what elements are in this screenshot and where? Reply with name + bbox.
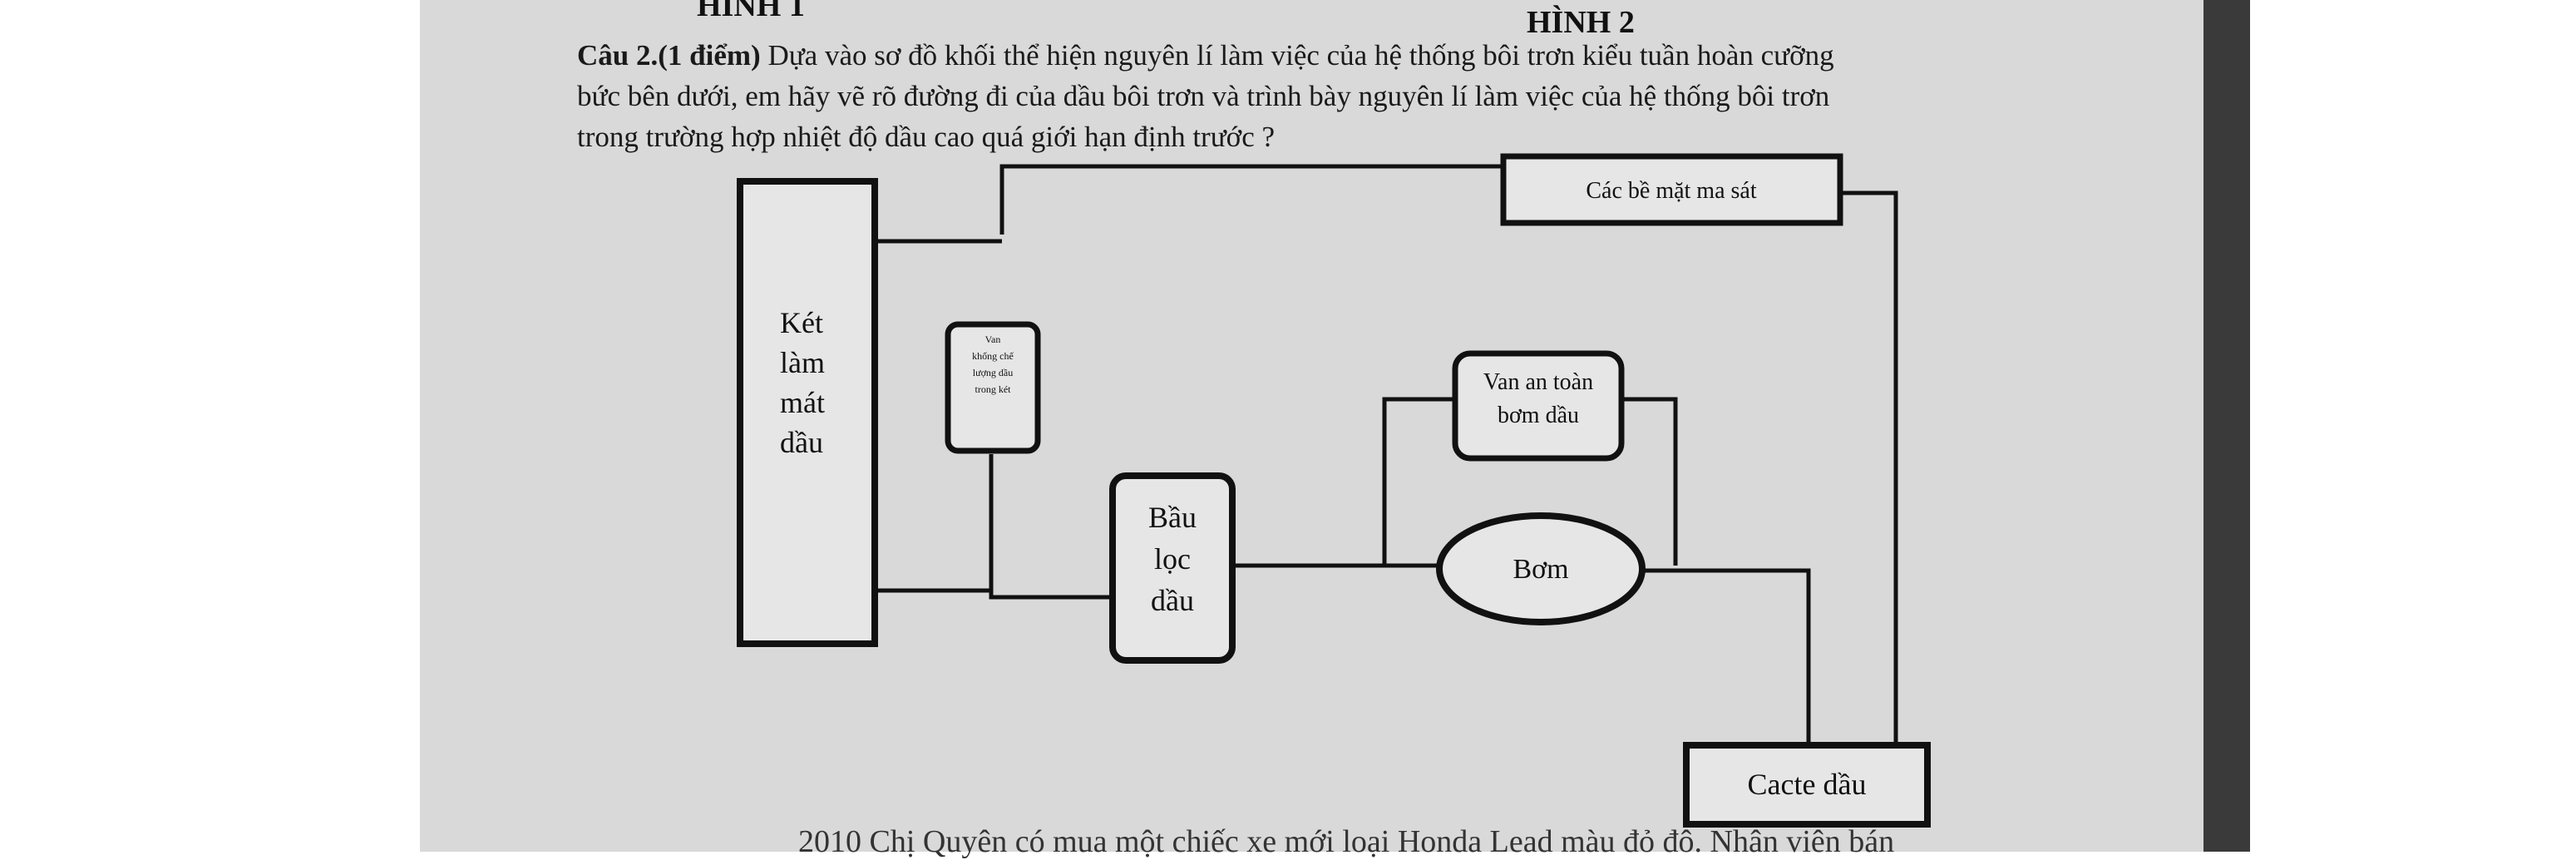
cooler-valve-box bbox=[945, 321, 1041, 454]
cooler-valve-label-4: trong két bbox=[975, 383, 1012, 395]
oil-filter-label-2: lọc bbox=[1154, 542, 1191, 576]
safety-valve-label-1: Van an toàn bbox=[1483, 369, 1593, 395]
line-friction-down bbox=[1840, 190, 1898, 745]
line-ket-bottom bbox=[875, 454, 994, 593]
oil-sump-box bbox=[1683, 742, 1931, 828]
pipe-lines bbox=[875, 164, 1898, 745]
oil-cooler-label-4: dầu bbox=[780, 426, 823, 459]
oil-filter-label-3: dầu bbox=[1151, 584, 1194, 617]
figure-2-label: HÌNH 2 bbox=[1527, 5, 1635, 40]
footer-text: 2010 Chị Quyên có mua một chiếc xe mới l… bbox=[798, 824, 1895, 859]
safety-valve-label-2: bơm dầu bbox=[1498, 403, 1579, 428]
friction-surfaces-box bbox=[1500, 153, 1843, 226]
line-pump-to-cacte bbox=[1642, 568, 1811, 745]
safety-valve-box bbox=[1452, 350, 1625, 462]
question-number: Câu 2.(1 điểm) bbox=[577, 39, 761, 72]
question-line-1: Dựa vào sơ đồ khối thể hiện nguyên lí là… bbox=[767, 39, 1834, 72]
question-line-3: trong trường hợp nhiệt độ dầu cao quá gi… bbox=[577, 121, 1276, 153]
line-bypass-right bbox=[1621, 397, 1678, 566]
cooler-valve-label-1: Van bbox=[985, 334, 1001, 345]
oil-cooler-label-2: làm bbox=[780, 346, 825, 379]
question-line-2: bức bên dưới, em hãy vẽ rõ đường đi của … bbox=[577, 80, 1830, 112]
cooler-valve-label-3: lượng dầu bbox=[973, 367, 1014, 378]
line-bypass-left bbox=[1382, 397, 1455, 566]
line-top-main bbox=[999, 164, 1503, 171]
figure-1-label: HÌNH 1 bbox=[697, 0, 805, 23]
question-text: Câu 2.(1 điểm) Dựa vào sơ đồ khối thể hi… bbox=[577, 35, 2099, 157]
friction-surfaces-label: Các bề mặt ma sát bbox=[1586, 178, 1756, 204]
oil-sump-label: Cacte dầu bbox=[1748, 768, 1867, 801]
oil-filter-label-1: Bầu bbox=[1148, 501, 1197, 534]
oil-filter-box bbox=[1109, 472, 1236, 664]
oil-pump bbox=[1436, 512, 1646, 625]
cooler-valve-label-2: khống chế bbox=[972, 350, 1014, 362]
line-van-to-loc bbox=[989, 454, 1113, 600]
oil-cooler-label-1: Két bbox=[780, 306, 823, 339]
dark-edge bbox=[2203, 0, 2250, 852]
oil-cooler-box bbox=[737, 178, 878, 647]
paper-sheet bbox=[420, 0, 2203, 852]
oil-cooler-label-3: mát bbox=[780, 386, 825, 419]
oil-pump-label: Bơm bbox=[1513, 554, 1568, 585]
